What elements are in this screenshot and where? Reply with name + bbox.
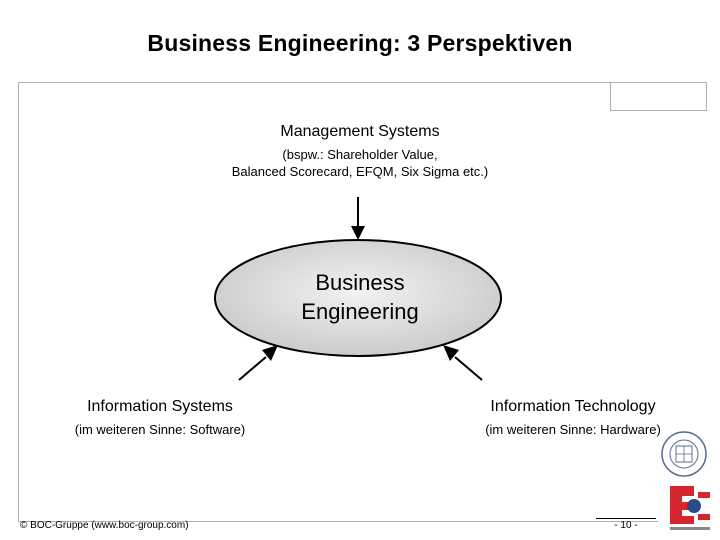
center-line2: Engineering: [301, 299, 419, 324]
arrow-right-shaft: [454, 356, 483, 381]
center-line1: Business: [315, 270, 405, 295]
information-systems-sub: (im weiteren Sinne: Software): [74, 422, 246, 437]
frame-bottom-rule: [18, 521, 658, 522]
information-technology-block: Information Technology (im weiteren Sinn…: [440, 397, 706, 438]
business-engineering-label: Business Engineering: [230, 268, 490, 326]
frame-notch-vertical: [610, 82, 611, 110]
footer-copyright: © BOC-Gruppe (www.boc-group.com): [20, 520, 189, 531]
boc-logo-icon: [670, 486, 710, 530]
information-technology-sub: (im weiteren Sinne: Hardware): [485, 422, 661, 437]
frame-left-rule: [18, 82, 19, 522]
information-technology-heading: Information Technology: [490, 398, 656, 415]
frame-notch-rule: [610, 110, 707, 111]
management-systems-sub-line2: Balanced Scorecard, EFQM, Six Sigma etc.…: [231, 164, 489, 179]
management-systems-sub-line1: (bspw.: Shareholder Value,: [282, 147, 438, 162]
page-number: - 10 -: [596, 518, 656, 531]
frame-right-rule: [706, 82, 707, 110]
arrow-left-head: [262, 345, 278, 361]
information-systems-heading: Information Systems: [87, 398, 233, 415]
frame-top-rule: [18, 82, 706, 83]
management-systems-block: Management Systems (bspw.: Shareholder V…: [180, 122, 540, 180]
slide-title: Business Engineering: 3 Perspektiven: [147, 30, 573, 56]
university-seal-icon: [661, 431, 707, 477]
arrow-top-head: [351, 226, 365, 240]
information-systems-block: Information Systems (im weiteren Sinne: …: [40, 397, 280, 438]
management-systems-heading: Management Systems: [280, 123, 440, 140]
arrow-right-head: [443, 345, 459, 361]
arrow-left-shaft: [238, 356, 267, 381]
